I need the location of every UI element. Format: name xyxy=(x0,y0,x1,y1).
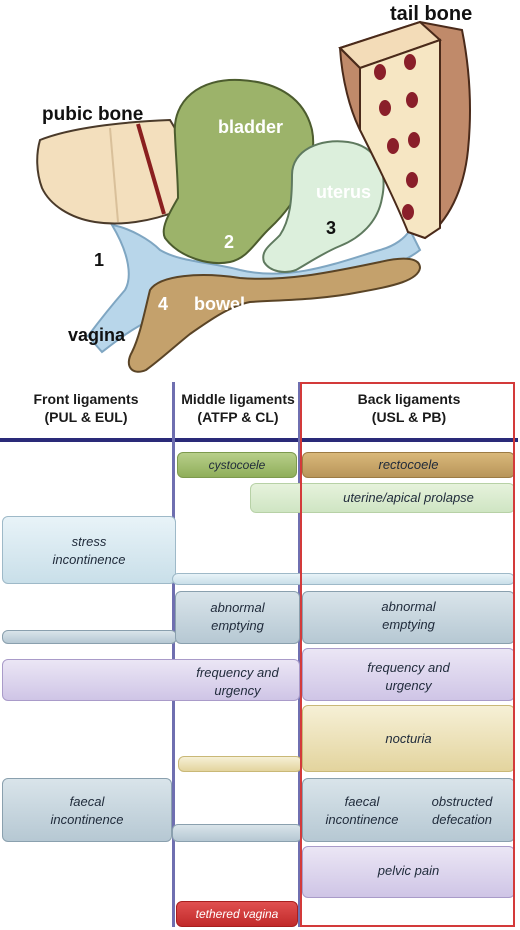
frequency-urgency-middle-label: frequency and urgency xyxy=(175,664,300,700)
nocturia-middle-tail xyxy=(178,756,302,772)
tail-bone-dots xyxy=(374,54,420,220)
faecal-incontinence-middle-tail xyxy=(172,824,302,842)
pubic-bone-line xyxy=(136,123,166,215)
tethered-vagina-bar xyxy=(176,901,298,927)
abnormal-emptying-back-label: abnormal emptying xyxy=(302,598,515,634)
front-ligaments-subtitle: (PUL & EUL) xyxy=(44,409,128,425)
front-ligaments-header: Front ligaments (PUL & EUL) xyxy=(0,390,172,432)
stress-incontinence-tail xyxy=(172,573,515,585)
pubic-bone-label: pubic bone xyxy=(42,104,143,125)
column-divider-right xyxy=(298,382,301,927)
rectocoele-label: rectocoele xyxy=(378,457,439,472)
bowel-label: bowel xyxy=(194,294,245,314)
stress-incontinence-line1: stress xyxy=(71,534,107,549)
frequency-urgency-back-line2: urgency xyxy=(385,678,432,693)
abnormal-emptying-middle-bar xyxy=(175,591,300,644)
abnormal-emptying-back-bar xyxy=(302,591,515,644)
stress-incontinence-bar xyxy=(2,516,176,584)
faecal-incontinence-front-label: faecal incontinence xyxy=(2,793,172,829)
zone-4-label: 4 xyxy=(158,294,168,314)
bladder-shape xyxy=(162,78,315,264)
faecal-incontinence-front-line1: faecal xyxy=(69,794,105,809)
frequency-urgency-middle-line1: frequency and xyxy=(196,665,279,680)
back-ligaments-subtitle: (USL & PB) xyxy=(371,409,447,425)
cystocoele-label: cystocoele xyxy=(208,458,266,472)
zone-1-label: 1 xyxy=(94,250,104,270)
abnormal-emptying-front-tail xyxy=(2,630,177,644)
pelvic-pain-bar xyxy=(302,846,515,898)
abnormal-emptying-middle-label: abnormal emptying xyxy=(175,599,300,635)
rectocoele-bar xyxy=(302,452,515,478)
abnormal-emptying-middle-line2: emptying xyxy=(211,618,264,633)
column-divider-left xyxy=(172,382,175,927)
abnormal-emptying-back-line2: emptying xyxy=(382,617,435,632)
bowel-shape xyxy=(127,257,422,373)
frequency-urgency-middle-line2: urgency xyxy=(214,683,261,698)
bladder-label: bladder xyxy=(218,117,283,137)
frequency-urgency-back-bar xyxy=(302,648,515,701)
nocturia-label: nocturia xyxy=(385,731,432,746)
faecal-incontinence-front-bar xyxy=(2,778,172,842)
header-rule xyxy=(0,438,518,442)
frequency-urgency-back-line1: frequency and xyxy=(367,660,450,675)
tail-bone-label: tail bone xyxy=(390,3,472,25)
zone-3-label: 3 xyxy=(326,218,336,238)
front-ligaments-title: Front ligaments xyxy=(33,391,139,407)
faecal-incontinence-back-line1: faecal xyxy=(344,794,380,809)
uterus-shape xyxy=(262,140,385,273)
zone-2-label: 2 xyxy=(224,232,234,252)
tethered-vagina-label: tethered vagina xyxy=(195,907,279,921)
vagina-label: vagina xyxy=(68,325,126,345)
frequency-urgency-back-label: frequency and urgency xyxy=(302,659,515,695)
uterus-label: uterus xyxy=(316,182,371,202)
middle-ligaments-header: Middle ligaments (ATFP & CL) xyxy=(174,390,302,432)
cystocoele-bar xyxy=(177,452,297,478)
middle-ligaments-title: Middle ligaments xyxy=(181,391,295,407)
obstructed-defecation-line1: obstructed xyxy=(431,794,493,809)
back-ligaments-title: Back ligaments xyxy=(357,391,461,407)
pelvic-pain-label: pelvic pain xyxy=(377,863,440,878)
faecal-incontinence-back-line2: incontinence xyxy=(325,812,399,827)
stress-incontinence-label: stress incontinence xyxy=(2,533,176,569)
obstructed-defecation-label: obstructed defecation xyxy=(412,793,512,829)
uterine-apical-prolapse-bar xyxy=(250,483,515,513)
nocturia-bar xyxy=(302,705,515,772)
back-ligaments-header: Back ligaments (USL & PB) xyxy=(302,390,516,432)
stress-incontinence-line2: incontinence xyxy=(52,552,126,567)
frequency-urgency-front-middle-bar xyxy=(2,659,300,701)
faecal-incontinence-front-line2: incontinence xyxy=(50,812,124,827)
middle-ligaments-subtitle: (ATFP & CL) xyxy=(197,409,279,425)
obstructed-defecation-line2: defecation xyxy=(432,812,492,827)
uterine-apical-prolapse-label: uterine/apical prolapse xyxy=(343,490,474,505)
pelvic-anatomy-illustration: tail bone pubic bone bladder uterus bowe… xyxy=(36,3,472,373)
abnormal-emptying-back-line1: abnormal xyxy=(381,599,436,614)
abnormal-emptying-middle-line1: abnormal xyxy=(210,600,265,615)
faecal-incontinence-back-label: faecal incontinence xyxy=(312,793,412,829)
